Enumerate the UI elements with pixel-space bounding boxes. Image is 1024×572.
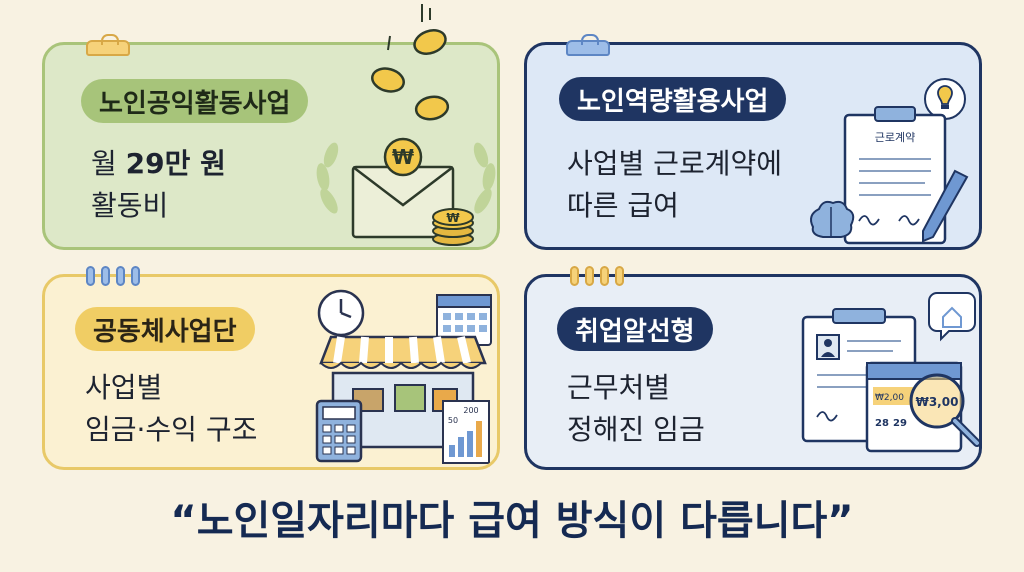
clock-icon (317, 289, 365, 337)
card-line-2: 정해진 임금 (567, 413, 705, 446)
svg-text:₩: ₩ (392, 145, 414, 169)
chart-label-50: 50 (448, 416, 458, 425)
calendar-day-28: 28 (875, 418, 889, 429)
card-line-1-prefix: 월 (91, 147, 126, 180)
contract-label: 근로계약 (875, 130, 915, 144)
envelope-won-icon: ₩ ₩ (316, 137, 496, 246)
calendar-day-29: 29 (893, 418, 907, 429)
card-line-2: 따른 급여 (567, 189, 679, 222)
card-body: 사업별 근로계약에 따른 급여 (567, 143, 782, 227)
card-line-2: 활동비 (91, 189, 169, 222)
card-body: 근무처별 정해진 임금 (567, 367, 705, 451)
binder-rings-icon (86, 266, 140, 286)
binder-clip-icon (86, 34, 130, 56)
binder-clip-icon (566, 34, 610, 56)
calculator-icon (315, 399, 363, 463)
brain-icon (810, 200, 855, 238)
calendar-amount-2: ₩3,00 (916, 395, 959, 409)
card-title-pill: 공동체사업단 (75, 307, 255, 351)
card-community-business: 공동체사업단 사업별 임금·수익 구조 (42, 274, 500, 470)
contract-document-icon: 근로계약 (810, 78, 969, 245)
falling-coins-icon (371, 4, 450, 121)
card-title-pill: 노인역량활용사업 (559, 77, 787, 121)
amount-text: 29만 원 (125, 147, 226, 180)
calendar-amount-1: ₩2,00 (875, 393, 904, 403)
house-chat-icon (928, 292, 976, 342)
calendar-icon (436, 294, 492, 346)
svg-text:₩: ₩ (446, 211, 460, 225)
binder-rings-icon (570, 266, 624, 286)
bar-chart-icon: 200 50 (442, 400, 490, 464)
resume-clipboard-icon: ₩2,00 28 29 ₩3,00 (801, 292, 979, 453)
card-senior-public-activity: 노인공익활동사업 월 29만 원 활동비 ₩ ₩ (42, 42, 500, 250)
card-employment-placement: 취업알선형 근무처별 정해진 임금 ₩2,00 28 29 ₩3,00 (524, 274, 982, 470)
magnifier-icon: ₩3,00 (909, 373, 979, 447)
card-senior-capability-use: 노인역량활용사업 사업별 근로계약에 따른 급여 근로계약 (524, 42, 982, 250)
card-body: 월 29만 원 활동비 (91, 143, 226, 227)
card-line-1: 근무처별 (567, 371, 671, 404)
bottom-title: “노인일자리마다 급여 방식이 다릅니다” (170, 498, 854, 544)
pen-icon (922, 169, 969, 243)
card-title-pill: 노인공익활동사업 (81, 79, 309, 123)
coin-stack-icon: ₩ (432, 208, 474, 246)
card-line-1: 사업별 근로계약에 (567, 147, 782, 180)
card-line-1: 사업별 (85, 371, 163, 404)
card-line-1: 월 29만 원 (91, 143, 226, 185)
market-stall-icon: 200 50 (315, 289, 492, 464)
card-title-pill: 취업알선형 (557, 307, 713, 351)
card-body: 사업별 임금·수익 구조 (85, 367, 257, 451)
laurel-icon (316, 142, 496, 214)
lightbulb-icon (924, 78, 966, 120)
card-line-2: 임금·수익 구조 (85, 413, 258, 446)
chart-label-200: 200 (463, 406, 478, 415)
